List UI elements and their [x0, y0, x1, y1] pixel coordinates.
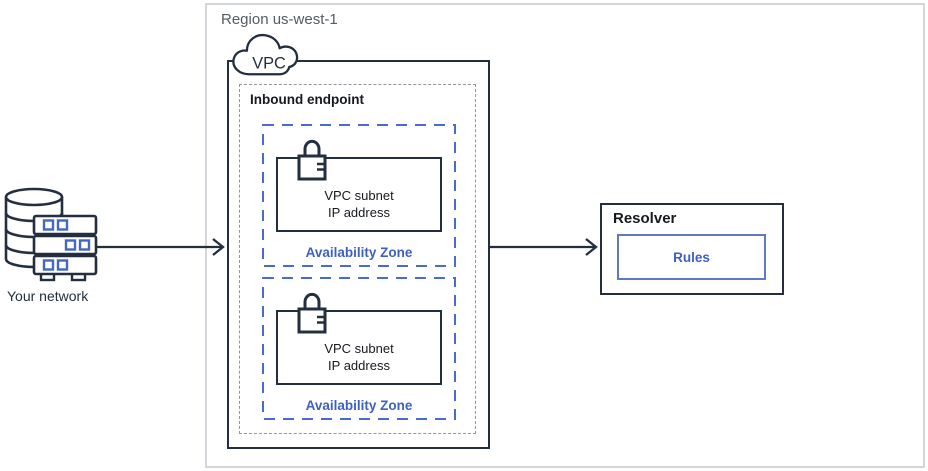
inbound-endpoint-label: Inbound endpoint	[250, 92, 364, 107]
az-dashed-border	[262, 124, 456, 267]
cloud-icon: VPC	[232, 33, 299, 76]
vpc-label: VPC	[252, 54, 286, 72]
region-container: Region us-west-1	[205, 3, 925, 468]
resolver-label: Resolver	[613, 210, 677, 227]
network-label: Your network	[7, 288, 89, 304]
resolver-container: Resolver Rules	[600, 203, 784, 295]
rules-box: Rules	[617, 234, 766, 280]
az-dashed-border	[262, 277, 456, 420]
availability-zone-2: VPC subnet IP address Availability Zone	[262, 277, 456, 420]
az-label: Availability Zone	[305, 398, 413, 413]
region-label: Region us-west-1	[221, 11, 338, 28]
subnet-line2: IP address	[328, 358, 390, 373]
inbound-endpoint-container: Inbound endpoint	[239, 84, 476, 434]
vpc-subnet-box: VPC subnet IP address	[276, 157, 442, 232]
rules-label: Rules	[673, 249, 710, 265]
network-servers-icon	[4, 187, 98, 282]
subnet-line1: VPC subnet	[324, 188, 394, 203]
subnet-line2: IP address	[328, 205, 390, 220]
lock-icon	[297, 292, 327, 334]
lock-icon	[297, 139, 327, 181]
availability-zone-1: VPC subnet IP address Availability Zone	[262, 124, 456, 267]
az-label: Availability Zone	[305, 245, 413, 260]
subnet-line1: VPC subnet	[324, 341, 394, 356]
